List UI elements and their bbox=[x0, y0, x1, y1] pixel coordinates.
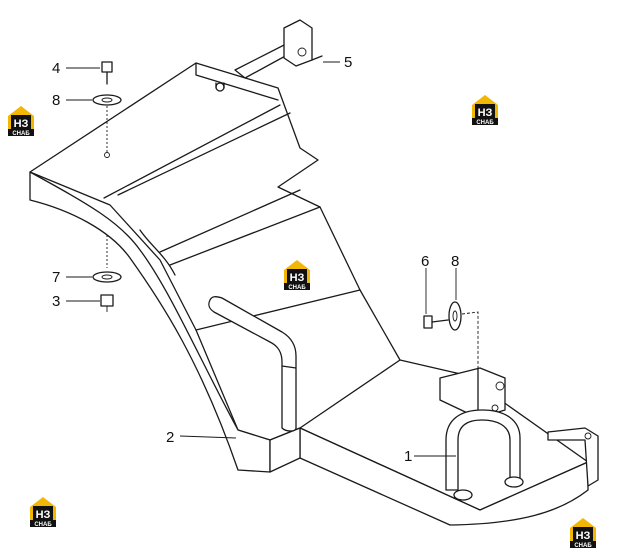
svg-text:НЗ: НЗ bbox=[14, 118, 29, 130]
svg-text:СНАБ: СНАБ bbox=[288, 285, 306, 291]
svg-text:НЗ: НЗ bbox=[290, 272, 305, 284]
watermark-logo: НЗ СНАБ bbox=[8, 106, 34, 137]
callout-5: 5 bbox=[344, 54, 352, 71]
watermark-logo: НЗ СНАБ bbox=[284, 260, 310, 291]
watermark-logo: НЗ СНАБ bbox=[30, 497, 56, 528]
upper-bracket bbox=[234, 19, 323, 79]
callout-8-upper: 8 bbox=[52, 92, 60, 109]
side-handrail bbox=[208, 296, 297, 432]
callout-1: 1 bbox=[404, 448, 412, 465]
svg-text:СНАБ: СНАБ bbox=[476, 120, 494, 126]
callout-3: 3 bbox=[52, 293, 60, 310]
fender-body bbox=[29, 62, 589, 526]
callout-7: 7 bbox=[52, 269, 60, 286]
callout-labels: 4 8 7 3 5 6 8 2 1 bbox=[52, 54, 459, 465]
svg-text:СНАБ: СНАБ bbox=[12, 131, 30, 137]
svg-text:СНАБ: СНАБ bbox=[34, 522, 52, 528]
grab-handle bbox=[445, 409, 524, 501]
callout-6: 6 bbox=[421, 253, 429, 270]
watermark-logo: НЗ СНАБ bbox=[472, 95, 498, 126]
rear-mount bbox=[547, 427, 599, 487]
callout-2: 2 bbox=[166, 429, 174, 446]
callout-8-side: 8 bbox=[451, 253, 459, 270]
svg-text:НЗ: НЗ bbox=[576, 530, 591, 542]
leader-lines bbox=[66, 61, 457, 457]
lower-fasteners bbox=[92, 235, 122, 312]
upper-fasteners bbox=[92, 61, 122, 158]
svg-text:СНАБ: СНАБ bbox=[574, 543, 592, 549]
svg-text:НЗ: НЗ bbox=[478, 107, 493, 119]
callout-4: 4 bbox=[52, 60, 60, 77]
svg-text:НЗ: НЗ bbox=[36, 509, 51, 521]
watermark-logo: НЗ СНАБ bbox=[570, 518, 596, 549]
side-fasteners bbox=[423, 301, 479, 400]
